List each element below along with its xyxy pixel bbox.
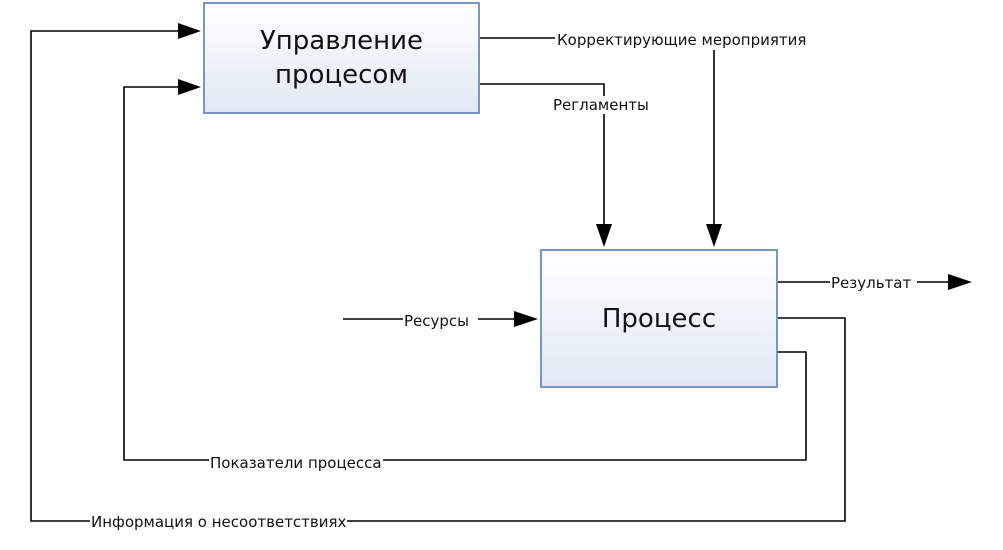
resources-label: Ресурсы xyxy=(403,312,471,330)
indicators-arrowhead xyxy=(178,79,201,95)
corrective-actions-label: Корректирующие мероприятия xyxy=(556,31,808,49)
result-label: Результат xyxy=(830,274,913,292)
regulations-label: Регламенты xyxy=(552,96,650,114)
corrective-actions-arrowhead xyxy=(706,224,722,247)
result-arrowhead xyxy=(948,274,972,290)
nonconformity-feedback-connector xyxy=(30,30,846,522)
regulations-connector xyxy=(480,83,605,96)
indicators-feedback-connector xyxy=(123,86,807,461)
nonconformity-info-label: Информация о несоответствиях xyxy=(90,513,348,531)
nonconformity-arrowhead xyxy=(178,23,201,39)
regulations-arrowhead xyxy=(596,224,612,247)
process-management-box: Управление процесом xyxy=(203,2,480,114)
process-indicators-label: Показатели процесса xyxy=(209,454,383,472)
process-management-title: Управление процесом xyxy=(259,26,424,90)
resources-arrowhead xyxy=(514,311,538,327)
process-box: Процесс xyxy=(540,249,778,388)
process-title: Процесс xyxy=(601,303,717,334)
